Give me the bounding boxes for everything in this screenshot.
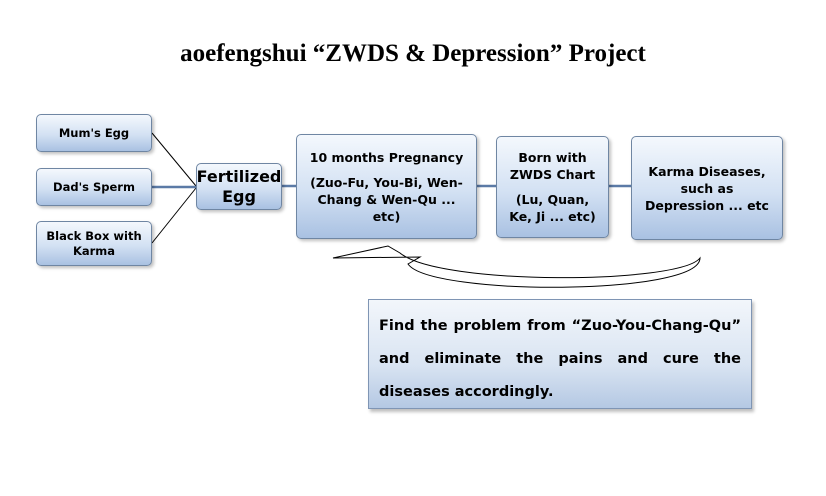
pregnancy-title: 10 months Pregnancy: [309, 149, 464, 165]
karma-diseases-box: Karma Diseases, such as Depression ... e…: [631, 136, 783, 240]
black-box-karma-label: Black Box with Karma: [46, 228, 142, 258]
dads-sperm-box: Dad's Sperm: [36, 168, 152, 206]
flow-connectors: [152, 184, 631, 189]
mums-egg-label: Mum's Egg: [58, 125, 130, 140]
feedback-arrow-icon: [332, 245, 701, 288]
mum-connector: [151, 132, 197, 187]
conclusion-note: Find the problem from “Zuo-You-Chang-Qu”…: [368, 299, 752, 409]
fertilized-egg-box: Fertilized Egg: [196, 163, 282, 210]
blackbox-connector: [151, 187, 197, 244]
born-detail: (Lu, Quan, Ke, Ji ... etc): [509, 192, 596, 224]
dads-sperm-label: Dad's Sperm: [53, 179, 135, 194]
pregnancy-detail: (Zuo-Fu, You-Bi, Wen-Chang & Wen-Qu ... …: [310, 174, 463, 224]
pregnancy-box: 10 months Pregnancy (Zuo-Fu, You-Bi, Wen…: [296, 134, 477, 239]
karma-diseases-label: Karma Diseases, such as Depression ... e…: [645, 163, 769, 213]
page-title: aoefengshui “ZWDS & Depression” Project: [180, 40, 646, 67]
born-box: Born with ZWDS Chart (Lu, Quan, Ke, Ji .…: [496, 136, 609, 238]
fertilized-egg-label: Fertilized Egg: [196, 166, 282, 206]
mums-egg-box: Mum's Egg: [36, 114, 152, 152]
conclusion-text: Find the problem from “Zuo-You-Chang-Qu”…: [379, 318, 741, 400]
black-box-karma-box: Black Box with Karma: [36, 221, 152, 266]
born-title: Born with ZWDS Chart: [509, 150, 596, 182]
